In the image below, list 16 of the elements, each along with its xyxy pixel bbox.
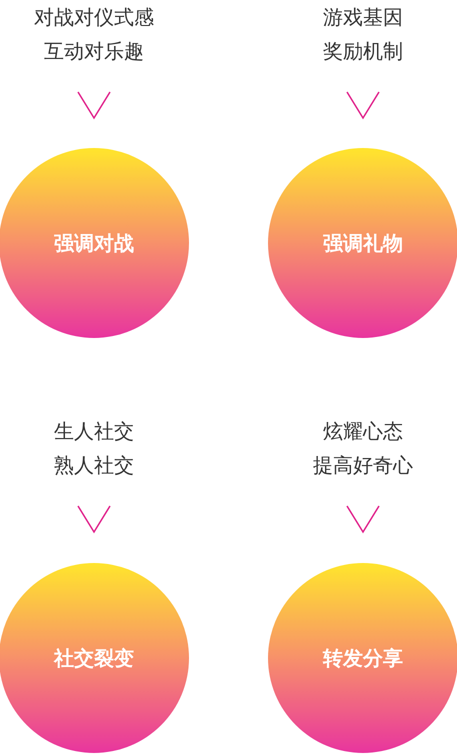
text-line: 对战对仪式感 (34, 4, 154, 31)
text-line: 炫耀心态 (323, 418, 403, 445)
chevron-arrow (77, 506, 111, 534)
text-line: 游戏基因 (323, 4, 403, 31)
circle-label: 转发分享 (323, 644, 403, 672)
text-line: 提高好奇心 (313, 452, 413, 479)
text-line: 生人社交 (54, 418, 134, 445)
chevron-arrow (346, 506, 380, 534)
chevron-arrow (77, 92, 111, 120)
text-line: 奖励机制 (323, 38, 403, 65)
circle-label: 强调礼物 (323, 230, 403, 256)
text-line: 互动对乐趣 (44, 38, 144, 65)
circle-label: 强调对战 (54, 230, 134, 256)
circle-label: 社交裂变 (54, 644, 134, 672)
chevron-arrow (346, 92, 380, 120)
text-line: 熟人社交 (54, 452, 134, 479)
